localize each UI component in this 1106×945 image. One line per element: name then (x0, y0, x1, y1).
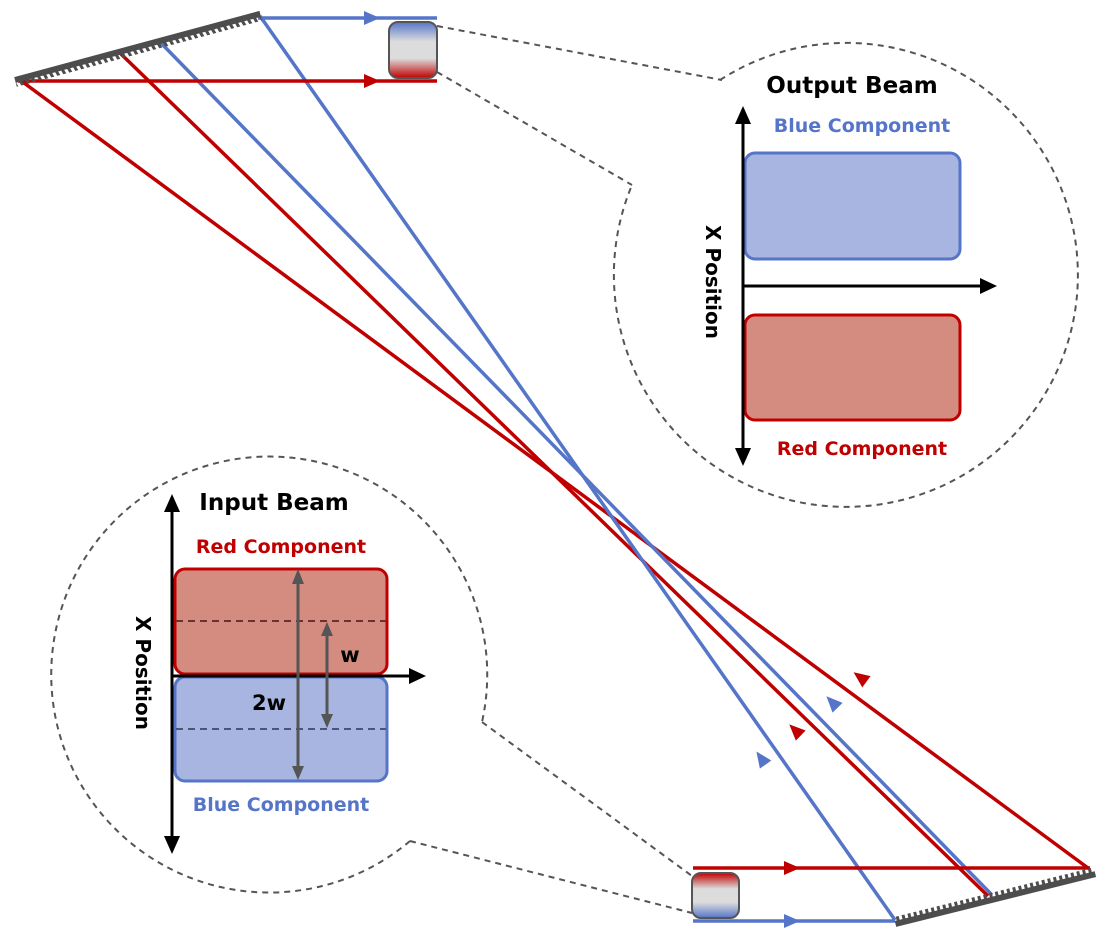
input-2w-annotation: 2w (252, 691, 286, 715)
input-beam-title: Input Beam (199, 490, 348, 516)
output-zoom-callout (436, 25, 1079, 508)
direction-arrows (364, 11, 871, 928)
beam-paths (18, 14, 1090, 923)
input-2w-arrow-up (292, 569, 304, 584)
input-connector-bottom (409, 840, 693, 914)
input-y-axis-arrow-up (164, 494, 180, 512)
input-y-axis-arrow-down (164, 836, 180, 854)
top-beam-profiler (388, 21, 438, 79)
red-diagonal-inner (118, 51, 990, 898)
arrow-blue-outer (756, 751, 772, 769)
bottom-diffraction-grating (894, 868, 1097, 927)
arrow-top-red (364, 74, 380, 88)
input-red-label: Red Component (196, 536, 366, 558)
arrow-top-blue (364, 11, 380, 25)
arrow-red-outer (853, 672, 871, 688)
input-beam-plot: Input Beam Red Component Blue Component … (131, 490, 426, 854)
output-blue-label: Blue Component (774, 115, 951, 137)
arrow-bottom-red (784, 861, 800, 875)
output-axis-label: X Position (701, 225, 725, 339)
arrow-blue-inner (826, 696, 843, 713)
output-red-label: Red Component (777, 438, 947, 460)
output-y-axis-arrow-up (735, 106, 751, 124)
input-w-arrow-down (321, 714, 333, 728)
top-diffraction-grating (14, 10, 263, 87)
output-beam-plot: Output Beam Blue Component Red Component… (701, 73, 997, 466)
input-axis-label: X Position (131, 616, 155, 730)
output-beam-title: Output Beam (766, 73, 937, 99)
output-connector-bottom (436, 71, 633, 186)
input-blue-label: Blue Component (193, 794, 370, 816)
input-zoom-callout (50, 455, 693, 914)
output-red-component-box (743, 313, 962, 422)
output-y-axis-arrow-down (735, 448, 751, 466)
output-x-axis-arrow (980, 278, 997, 294)
output-callout-outline (612, 41, 1079, 508)
input-red-component-box (173, 567, 389, 676)
input-w-arrow-up (321, 622, 333, 636)
arrow-red-inner (789, 724, 806, 741)
output-connector-top (436, 25, 723, 81)
bottom-beam-profiler (691, 872, 740, 919)
input-w-annotation: w (340, 643, 359, 667)
output-blue-component-box (743, 151, 962, 261)
blue-diagonal-outer (258, 14, 897, 922)
input-connector-top (481, 721, 693, 877)
input-x-axis-arrow (409, 668, 426, 684)
arrow-bottom-blue (784, 914, 800, 928)
input-2w-arrow-down (292, 766, 304, 780)
